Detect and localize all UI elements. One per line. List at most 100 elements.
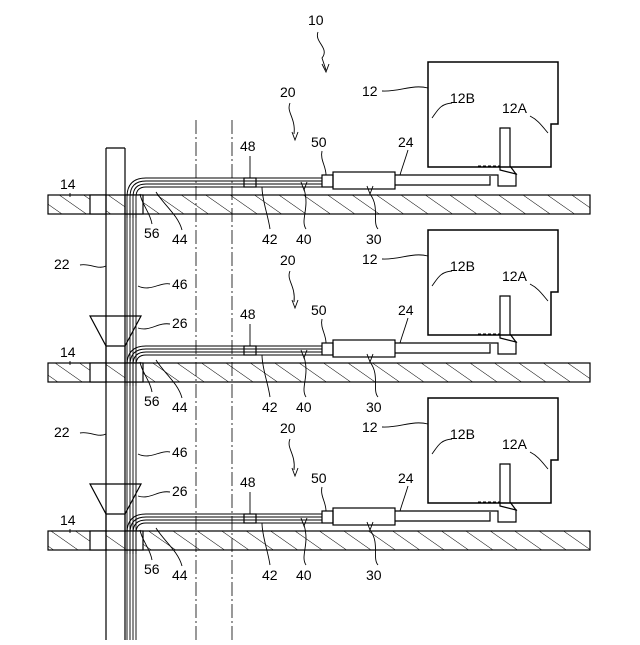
leader-bundle-end (322, 487, 326, 511)
pipe-joint (244, 346, 256, 355)
label-unit: 12 (362, 419, 378, 435)
arrow-assembly (292, 132, 298, 140)
arrow-pipe-bundle (301, 518, 307, 526)
leader-bundle-end (322, 151, 326, 175)
pump (333, 508, 395, 525)
label-riser: 22 (54, 256, 70, 272)
leader-pipe-vertical (138, 284, 170, 288)
label-pipe-vertical: 46 (172, 276, 188, 292)
label-unit-b: 12B (450, 426, 475, 442)
bundle-end-connector (322, 511, 333, 523)
label-floor: 14 (60, 176, 76, 192)
label-pump: 30 (366, 399, 382, 415)
label-floor: 14 (60, 512, 76, 528)
label-assembly: 20 (280, 420, 296, 436)
label-joint: 48 (240, 474, 256, 490)
leader-assembly (289, 439, 294, 470)
bundle-end-connector (322, 343, 333, 355)
label-drain-hose: 24 (398, 470, 414, 486)
label-drain-hose: 24 (398, 302, 414, 318)
label-pipe-b: 44 (172, 231, 188, 247)
drain-hose-outer (395, 341, 516, 354)
leader-assembly (289, 271, 294, 302)
label-pipe-b: 44 (172, 567, 188, 583)
label-joint: 48 (240, 306, 256, 322)
label-joint: 48 (240, 138, 256, 154)
label-bundle-end: 50 (311, 134, 327, 150)
leader-drain-hose (400, 150, 408, 175)
label-elbow: 56 (144, 561, 160, 577)
floor-level-1: 141212B12A243050482040424456 (48, 62, 590, 247)
label-unit-a: 12A (502, 268, 528, 284)
floor-level-2: 141212B12A2430504820404244562246 (48, 230, 590, 415)
arrow-pump (367, 354, 373, 362)
leader-drain-hose (400, 318, 408, 343)
pump (333, 172, 395, 189)
leader-unit-a (530, 452, 548, 469)
label-pump: 30 (366, 231, 382, 247)
leader-unit (382, 87, 428, 91)
slab-opening-left (90, 363, 106, 382)
pump (333, 340, 395, 357)
drain-hose-inner (395, 344, 490, 353)
leader-unit (382, 423, 428, 427)
label-unit-a: 12A (502, 436, 528, 452)
leader-pipe-vertical (138, 452, 170, 456)
drain-hose-outer (395, 173, 516, 186)
label-drain-hose: 24 (398, 134, 414, 150)
label-assembly: 20 (280, 84, 296, 100)
indoor-unit (428, 62, 558, 167)
drain-hose-outer (395, 509, 516, 522)
leader-assembly (289, 103, 294, 134)
arrow-assembly (292, 300, 298, 308)
drain-hose-inner (395, 176, 490, 185)
arrow-assembly (292, 468, 298, 476)
slab-opening-left (90, 531, 106, 550)
slab-opening-left (90, 195, 106, 214)
drain-hose-inner (395, 512, 490, 521)
label-unit-b: 12B (450, 90, 475, 106)
leader-unit-b (432, 439, 452, 454)
leader-funnel (138, 324, 170, 329)
label-pump: 30 (366, 567, 382, 583)
label-riser: 22 (54, 424, 70, 440)
leader-unit-a (530, 116, 548, 133)
label-pipe-a: 42 (262, 399, 278, 415)
leader-bundle-end (322, 319, 326, 343)
label-pipe-a: 42 (262, 567, 278, 583)
label-funnel: 26 (172, 483, 188, 499)
figure-reference-label: 10 (308, 12, 324, 28)
label-bundle-end: 50 (311, 470, 327, 486)
pipe-joint (244, 514, 256, 523)
leader-riser (80, 433, 106, 436)
label-unit-b: 12B (450, 258, 475, 274)
label-unit-a: 12A (502, 100, 528, 116)
leader-unit-b (432, 271, 452, 286)
arrow-pump (367, 186, 373, 194)
label-unit: 12 (362, 83, 378, 99)
label-funnel: 26 (172, 315, 188, 331)
arrow-pipe-bundle (301, 182, 307, 190)
leader-unit (382, 255, 428, 259)
bundle-end-connector (322, 175, 333, 187)
leader-riser (80, 265, 106, 268)
figure-reference: 10 (308, 12, 329, 72)
label-pipe-bundle: 40 (296, 399, 312, 415)
indoor-unit (428, 398, 558, 503)
arrow-pipe-bundle (301, 350, 307, 358)
slab-opening-right (125, 195, 143, 214)
pipe-joint (244, 178, 256, 187)
arrow-pump (367, 522, 373, 530)
label-pipe-bundle: 40 (296, 567, 312, 583)
floor-level-3: 141212B12A2430504820404244562246 (48, 398, 590, 583)
label-pipe-bundle: 40 (296, 231, 312, 247)
indoor-unit (428, 230, 558, 335)
label-unit: 12 (362, 251, 378, 267)
label-assembly: 20 (280, 252, 296, 268)
label-floor: 14 (60, 344, 76, 360)
leader-drain-hose (400, 486, 408, 511)
label-pipe-a: 42 (262, 231, 278, 247)
leader-unit-b (432, 103, 452, 118)
